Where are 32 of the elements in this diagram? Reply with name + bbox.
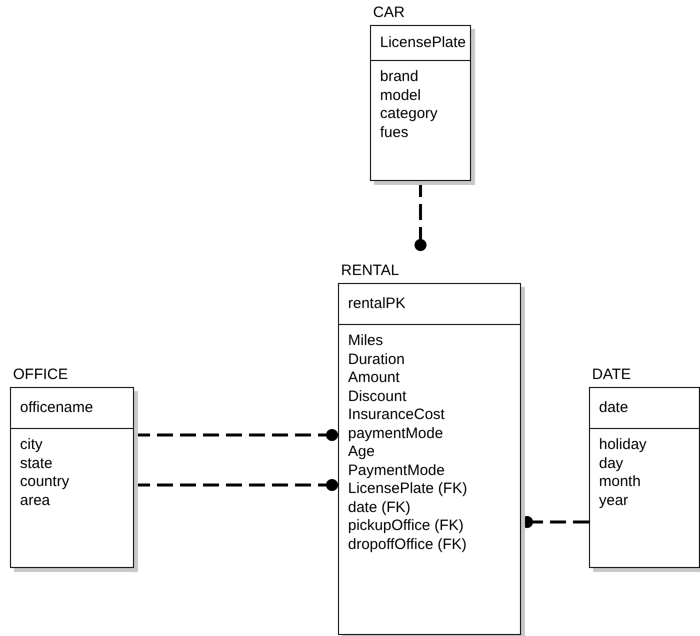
attribute-field: city (20, 436, 42, 453)
attribute-field: holiday (599, 436, 647, 453)
attribute-field: Discount (348, 388, 406, 404)
attribute-field: LicensePlate (FK) (348, 480, 468, 497)
attribute-field: dropoffOffice (FK) (348, 536, 467, 552)
entity-name: DATE (592, 366, 631, 384)
attribute-field: year (599, 492, 628, 508)
attribute-field: PaymentMode (348, 462, 445, 478)
attribute-field: pickupOffice (FK) (348, 517, 464, 534)
attribute-field: Miles (348, 332, 384, 349)
attribute-field: state (20, 454, 53, 472)
entity-name: CAR (373, 4, 405, 22)
primary-key-field: officename (20, 398, 94, 418)
attribute-field: Age (348, 443, 375, 460)
entity-name: RENTAL (341, 262, 400, 280)
entity-name: OFFICE (13, 366, 68, 384)
attribute-field: InsuranceCost (348, 406, 445, 423)
attribute-field: Duration (348, 350, 405, 368)
attribute-field: category (380, 105, 438, 122)
attribute-field: fues (380, 124, 408, 140)
attribute-field: model (380, 86, 421, 104)
attribute-field: brand (380, 68, 418, 85)
primary-key-field: rentalPK (348, 294, 406, 314)
primary-key-field: LicensePlate (380, 34, 466, 52)
attribute-field: area (20, 492, 50, 508)
attribute-field: paymentMode (348, 424, 444, 442)
primary-key-field: date (599, 398, 628, 418)
attribute-field: day (599, 454, 624, 472)
attribute-field: month (599, 473, 641, 490)
attribute-field: Amount (348, 369, 400, 386)
attribute-field: country (20, 473, 70, 490)
attribute-field: date (FK) (348, 498, 411, 516)
